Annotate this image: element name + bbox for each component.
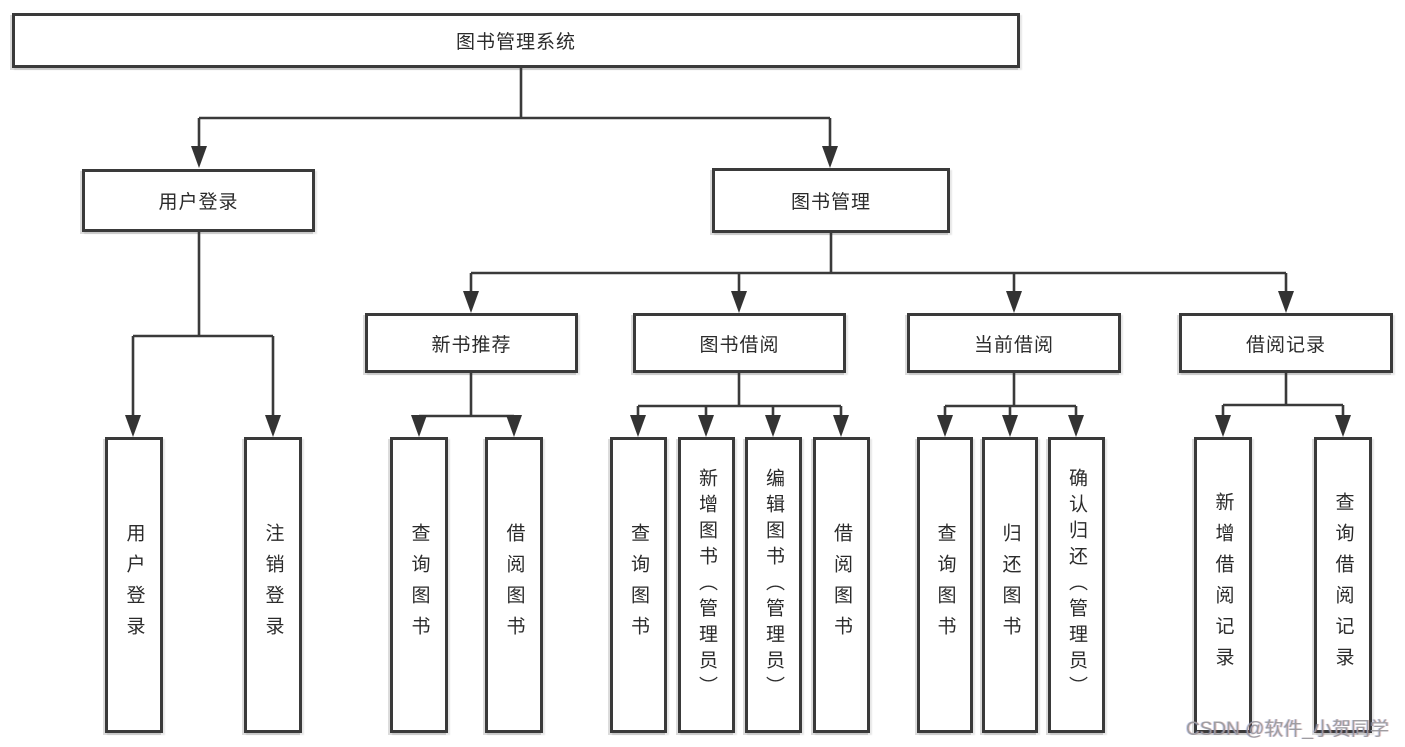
csdn-watermark: CSDN @软件_小贺同学 (1186, 719, 1389, 740)
leaf-label: 查询图书 (408, 523, 430, 647)
leaf-label: 归还图书 (999, 523, 1021, 647)
leaf-newrec-query-books: 查询图书 (390, 437, 448, 733)
leaf-add-books-admin: 新增图书（管理员） (678, 437, 735, 733)
node-current-borrowing: 当前借阅 (907, 313, 1121, 373)
leaf-label: 查询图书 (934, 523, 956, 647)
node-label: 当前借阅 (973, 334, 1054, 356)
leaf-query-borrow-record: 查询借阅记录 (1314, 437, 1372, 733)
leaf-label: 注销登录 (262, 523, 284, 647)
leaf-label: 借阅图书 (503, 523, 525, 647)
node-label: 用户登录 (158, 192, 239, 213)
leaf-add-borrow-record: 新增借阅记录 (1194, 437, 1252, 733)
node-book-borrowing: 图书借阅 (633, 313, 846, 373)
leaf-current-query-books: 查询图书 (917, 437, 973, 733)
leaf-label: 查询图书 (628, 523, 649, 647)
node-label: 图书管理 (790, 192, 871, 213)
leaf-borrow-books: 借阅图书 (813, 437, 870, 733)
node-library-management-system: 图书管理系统 (12, 13, 1020, 68)
tree-edges (131, 68, 1345, 420)
leaf-label: 新增图书（管理员） (696, 468, 717, 702)
leaf-label: 用户登录 (123, 523, 145, 647)
node-label: 借阅记录 (1245, 334, 1326, 356)
node-label: 图书管理系统 (455, 32, 576, 53)
node-label: 新书推荐 (431, 334, 512, 356)
leaf-logout: 注销登录 (244, 437, 302, 733)
node-borrowing-records: 借阅记录 (1179, 313, 1393, 373)
leaf-confirm-return-admin: 确认归还（管理员） (1048, 437, 1105, 733)
node-book-management: 图书管理 (712, 168, 950, 233)
leaf-newrec-borrow-books: 借阅图书 (485, 437, 543, 733)
leaf-label: 确认归还（管理员） (1066, 468, 1087, 702)
leaf-label: 新增借阅记录 (1212, 492, 1234, 678)
node-label: 图书借阅 (699, 334, 780, 356)
leaf-edit-books-admin: 编辑图书（管理员） (745, 437, 802, 733)
leaf-label: 查询借阅记录 (1332, 492, 1354, 678)
node-user-login: 用户登录 (82, 169, 315, 232)
leaf-user-login: 用户登录 (105, 437, 163, 733)
arrowheads (125, 146, 1351, 437)
leaf-return-books: 归还图书 (982, 437, 1038, 733)
leaf-label: 编辑图书（管理员） (763, 468, 784, 702)
node-new-book-recommendation: 新书推荐 (365, 313, 578, 373)
leaf-borrow-query-books: 查询图书 (610, 437, 667, 733)
leaf-label: 借阅图书 (831, 523, 852, 647)
